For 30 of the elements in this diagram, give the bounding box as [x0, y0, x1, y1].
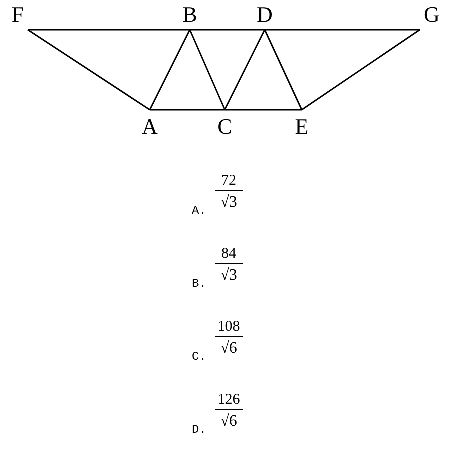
point-label: E [290, 110, 314, 140]
line-segment [28, 29, 190, 31]
point-label: F [8, 4, 28, 30]
point-label: B [178, 4, 202, 30]
point-label: A [138, 110, 162, 140]
line-segment [149, 30, 191, 110]
choice-letter: B. [192, 277, 206, 291]
denominator: √3 [220, 266, 238, 286]
line-segment [265, 29, 420, 31]
choice-letter: C. [192, 350, 206, 364]
line-segment [302, 29, 420, 111]
line-segment [190, 29, 265, 31]
line-segment [224, 30, 266, 110]
numerator: 72 [215, 172, 243, 191]
line-segment [225, 109, 302, 111]
numerator: 126 [215, 391, 243, 410]
line-segment [189, 30, 226, 110]
point-label: C [213, 110, 237, 140]
line-segment [264, 30, 303, 110]
numerator: 108 [215, 318, 243, 337]
point-label: D [253, 4, 277, 30]
numerator: 84 [215, 245, 243, 264]
line-segment [150, 109, 225, 111]
choice-letter: A. [192, 204, 206, 218]
denominator: √6 [220, 412, 238, 432]
denominator: √6 [220, 339, 238, 359]
choice-letter: D. [192, 423, 206, 437]
line-segment [28, 29, 150, 111]
denominator: √3 [220, 193, 238, 213]
point-label: G [420, 4, 444, 30]
